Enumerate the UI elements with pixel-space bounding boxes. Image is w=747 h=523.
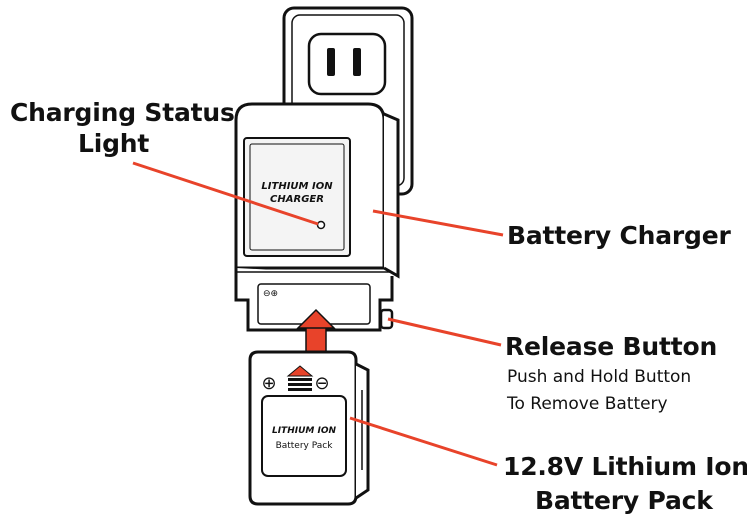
battery-plus-icon: ⊕ [261, 373, 276, 394]
battery-pack-body [248, 350, 370, 506]
charging-status-light [316, 220, 326, 230]
label-release-button: Release Button [505, 332, 718, 361]
label-release-detail-line2: To Remove Battery [507, 394, 668, 414]
label-release-detail-line1: Push and Hold Button [507, 367, 692, 387]
battery-stripe-icon [286, 365, 314, 391]
svg-text:⊖⊕: ⊖⊕ [263, 289, 278, 299]
charger-brand-line2: CHARGER [270, 194, 324, 205]
outlet-socket [307, 32, 387, 96]
charger-brand-line1: LITHIUM ION [261, 181, 333, 192]
label-charging-status-line2: Light [78, 129, 150, 158]
label-battery-pack-line1: 12.8V Lithium Ion [503, 452, 747, 481]
battery-brand-line2: Battery Pack [276, 441, 334, 451]
leader-line-battery-charger [372, 209, 504, 237]
label-charging-status-line1: Charging Status [10, 98, 235, 127]
leader-line-battery-pack [349, 416, 498, 467]
leader-line-release-button [387, 317, 502, 347]
battery-brand-line1: LITHIUM ION [272, 426, 337, 436]
battery-charger-body: ⊖⊕ [234, 102, 400, 332]
label-battery-charger: Battery Charger [507, 221, 731, 250]
label-battery-pack-line2: Battery Pack [535, 486, 713, 515]
battery-minus-icon: ⊖ [314, 373, 329, 394]
leader-line-charging-status [132, 161, 319, 226]
